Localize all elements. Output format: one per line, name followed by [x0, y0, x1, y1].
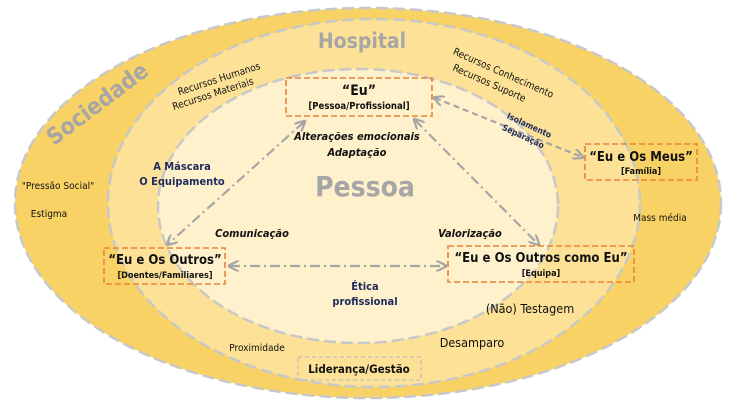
label-communication: Comunicação	[215, 227, 289, 240]
hospital-label: Hospital	[318, 29, 406, 53]
node-family-title: “Eu e Os Meus”	[589, 150, 693, 165]
node-others-title: “Eu e Os Outros”	[108, 253, 221, 268]
label-social-pressure: "Pressão Social"	[22, 181, 94, 192]
node-self-subtitle: [Pessoa/Profissional]	[308, 101, 409, 112]
label-equipment: O Equipamento	[139, 175, 225, 188]
label-mass-media: Mass média	[633, 212, 687, 224]
label-testing: (Não) Testagem	[486, 301, 574, 316]
node-self: “Eu” [Pessoa/Profissional]	[285, 77, 433, 117]
node-team: “Eu e Os Outros como Eu” [Equipa]	[447, 245, 635, 283]
label-stigma: Estigma	[31, 209, 67, 220]
person-label: Pessoa	[315, 170, 415, 203]
node-others-subtitle: [Doentes/Familiares]	[117, 271, 212, 281]
node-leadership: Liderança/Gestão	[297, 356, 422, 381]
node-family: “Eu e Os Meus” [Família]	[584, 143, 698, 181]
label-helplessness: Desamparo	[440, 335, 505, 350]
node-team-subtitle: [Equipa]	[522, 269, 561, 279]
node-team-title: “Eu e Os Outros como Eu”	[454, 251, 627, 266]
label-professional: profissional	[332, 295, 397, 308]
label-mask: A Máscara	[153, 160, 211, 173]
connector-self-family	[435, 98, 582, 157]
node-self-title: “Eu”	[342, 83, 376, 99]
node-others: “Eu e Os Outros” [Doentes/Familiares]	[103, 247, 226, 285]
label-emotional-changes: Alterações emocionais	[293, 130, 420, 143]
label-proximity: Proximidade	[229, 343, 285, 354]
node-family-subtitle: [Família]	[621, 167, 661, 177]
label-valorization: Valorização	[438, 227, 502, 240]
node-leadership-title: Liderança/Gestão	[308, 362, 410, 376]
label-ethics: Ética	[351, 280, 378, 293]
label-adaptation: Adaptação	[327, 146, 387, 159]
